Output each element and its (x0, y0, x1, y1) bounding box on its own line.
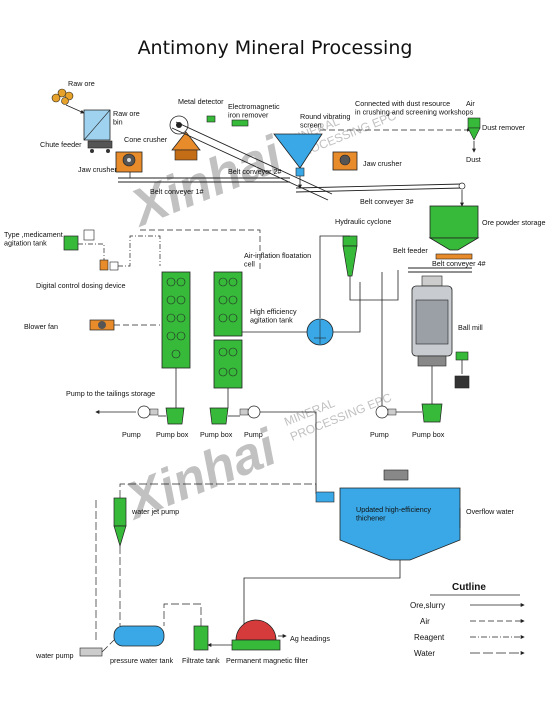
filtrate-tank-label: Filtrate tank (182, 656, 220, 665)
jaw-crusher-1-label: Jaw crusher (78, 165, 117, 174)
thickener (315, 469, 461, 561)
raw-ore-icon (51, 88, 74, 105)
filtrate-tank (193, 625, 209, 651)
legend-water-label: Water (414, 649, 435, 658)
dosing-device (99, 259, 119, 271)
legend-title: Cutline (452, 582, 486, 593)
dosing-device-label: Digital control dosing device (36, 281, 126, 290)
air-label: Air (466, 99, 475, 108)
belt-conveyer-4-label: Belt conveyer 4# (432, 259, 486, 268)
legend-item-air: Air (420, 617, 525, 626)
ag-headings-label: Ag headings (290, 634, 330, 643)
flotation-cell-bank-1 (161, 271, 191, 369)
pump-1 (137, 405, 159, 419)
raw-ore-bin (83, 109, 111, 141)
dust-label: Dust (466, 155, 481, 164)
jaw-crusher-1 (115, 151, 143, 173)
pump-box-1 (165, 407, 185, 425)
overflow-water-label: Overflow water (466, 507, 515, 516)
cone-crusher (171, 131, 201, 161)
pressure-water-tank-label: pressure water tank (110, 656, 174, 665)
blower-fan-label: Blower fan (24, 322, 58, 331)
legend-item-reagent: Reagent (414, 633, 525, 642)
chute-feeder (87, 140, 113, 153)
belt-conveyer-1 (118, 177, 290, 183)
magnetic-filter-label: Permanent magnetic filter (226, 656, 309, 665)
belt-conveyer-3-label: Belt conveyer 3# (360, 197, 414, 206)
legend-item-ore: Ore,slurry (410, 601, 525, 610)
pump-1-label: Pump (122, 430, 141, 439)
cone-crusher-label: Cone crusher (124, 135, 168, 144)
pump-box-1-label: Pump box (156, 430, 189, 439)
pump-box-2-label: Pump box (200, 430, 233, 439)
raw-ore-label: Raw ore (68, 79, 95, 88)
water-jet-pump-label: water jet pump (131, 507, 179, 516)
hydraulic-cyclone (342, 235, 358, 277)
flotation-cell-bank-3 (213, 339, 243, 389)
pump-tailings-label: Pump to the tailings storage (66, 389, 155, 398)
pump-3 (375, 405, 397, 419)
pressure-water-tank (113, 625, 165, 647)
belt-conveyer-4 (408, 267, 472, 273)
legend-ore-label: Ore,slurry (410, 601, 445, 610)
metal-detector-label: Metal detector (178, 97, 224, 106)
metal-detector (206, 115, 216, 123)
pump-2-label: Pump (244, 430, 263, 439)
pump-3-label: Pump (370, 430, 389, 439)
belt-feeder-label: Belt feeder (393, 246, 428, 255)
dust-remover-label: Dust remover (482, 123, 526, 132)
legend-air-label: Air (420, 617, 430, 626)
blower-fan (89, 319, 115, 331)
belt-conveyer-2-label: Belt conveyer 2# (228, 167, 282, 176)
belt-feeder (435, 253, 473, 260)
ore-powder-storage (428, 205, 480, 251)
page-title: Antimony Mineral Processing (138, 37, 413, 59)
agitation-tank (306, 318, 334, 346)
pump-2 (239, 405, 261, 419)
pump-box-2 (209, 407, 229, 425)
belt-conveyer-3 (295, 182, 466, 193)
legend-item-water: Water (414, 649, 525, 658)
legend-reagent-label: Reagent (414, 633, 445, 642)
pump-box-3 (421, 403, 443, 423)
legend: Cutline Ore,slurry Air Reagent Water (410, 582, 525, 658)
water-pump-label: water pump (35, 651, 74, 660)
water-jet-pump (113, 497, 127, 548)
ball-mill (411, 275, 453, 367)
dust-remover (467, 117, 481, 141)
jaw-crusher-2 (332, 151, 358, 171)
ball-mill-label: Ball mill (458, 323, 483, 332)
iron-remover (231, 119, 249, 127)
hydraulic-cyclone-label: Hydraulic cyclone (335, 217, 391, 226)
ore-powder-storage-label: Ore powder storage (482, 218, 546, 227)
belt-conveyer-1-label: Belt conveyer 1# (150, 187, 204, 196)
pump-box-3-label: Pump box (412, 430, 445, 439)
magnetic-filter (231, 619, 281, 651)
flotation-cell-bank-2 (213, 271, 243, 337)
jaw-crusher-2-label: Jaw crusher (363, 159, 402, 168)
chute-feeder-label: Chute feeder (40, 140, 82, 149)
medicament-agitation-tank (63, 229, 95, 251)
water-pump (79, 647, 103, 657)
